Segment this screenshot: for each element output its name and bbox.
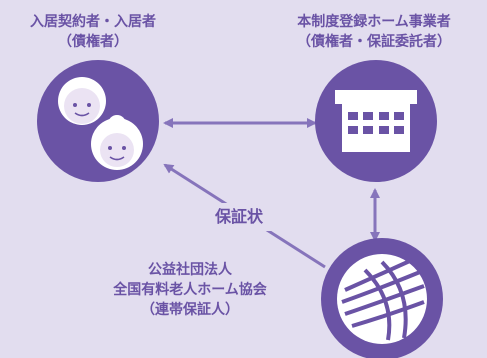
tenant-label: 入居契約者・入居者 （債権者） bbox=[8, 12, 178, 52]
association-label: 公益社団法人 全国有料老人ホーム協会 （連帯保証人） bbox=[70, 260, 310, 320]
operator-label-line2: （債権者・保証委託者） bbox=[297, 34, 451, 50]
association-label-line1: 公益社団法人 bbox=[148, 262, 232, 278]
building-icon bbox=[335, 90, 417, 152]
tenant-node bbox=[37, 60, 159, 182]
association-logo-icon bbox=[337, 254, 427, 344]
association-node bbox=[321, 238, 443, 358]
operator-label-line1: 本制度登録ホーム事業者 bbox=[297, 14, 451, 30]
elderly-couple-icon bbox=[58, 77, 143, 170]
operator-label: 本制度登録ホーム事業者 （債権者・保証委託者） bbox=[268, 12, 480, 52]
association-label-line2: 全国有料老人ホーム協会 bbox=[113, 282, 267, 298]
tenant-label-line1: 入居契約者・入居者 bbox=[30, 14, 156, 30]
tenant-label-line2: （債権者） bbox=[58, 34, 128, 50]
association-label-line3: （連帯保証人） bbox=[141, 302, 239, 318]
certificate-label: 保証状 bbox=[198, 203, 280, 231]
operator-node bbox=[315, 60, 437, 182]
